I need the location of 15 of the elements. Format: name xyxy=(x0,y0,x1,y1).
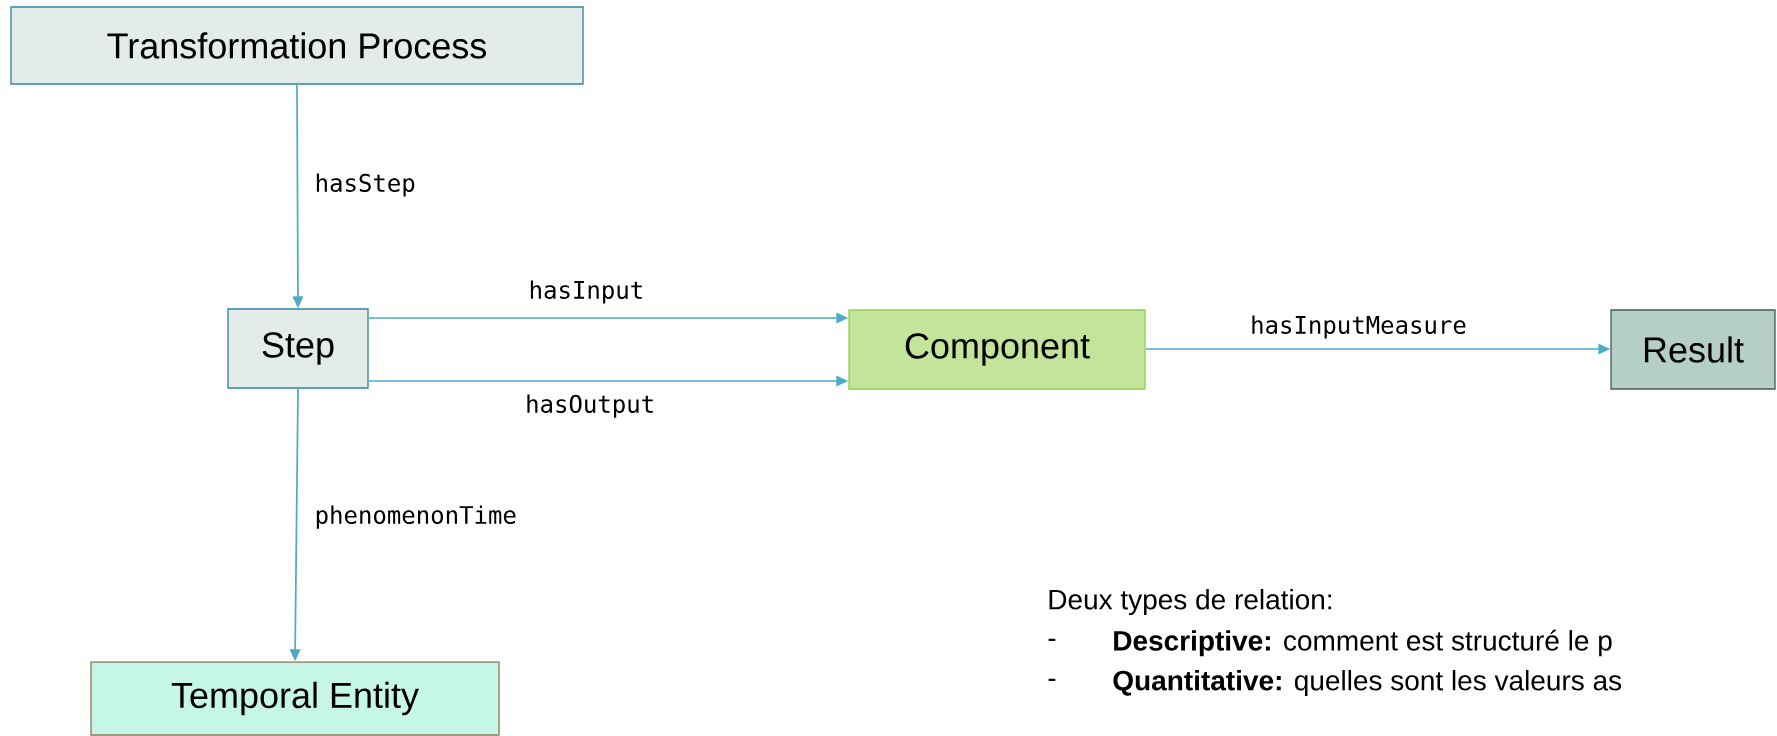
concept-box: Step xyxy=(227,308,369,389)
edge-label: phenomenonTime xyxy=(316,505,516,529)
note-text: Quantitative: quelles sont les valeurs as xyxy=(1113,669,1622,697)
concept-box: Temporal Entity xyxy=(90,661,500,736)
concept-box: Component xyxy=(848,309,1146,390)
edge-label: hasInputMeasure xyxy=(1252,315,1466,339)
note-text: Deux types de relation: xyxy=(1049,588,1332,616)
bullet-dash: - xyxy=(1048,638,1056,641)
note-text: Descriptive: comment est structuré le p xyxy=(1114,629,1612,657)
concept-box: Transformation Process xyxy=(10,6,584,85)
edge-label: hasStep xyxy=(316,173,415,197)
bullet-dash: - xyxy=(1048,678,1056,681)
edge-label: hasInput xyxy=(530,280,642,304)
concept-box: Result xyxy=(1610,309,1776,390)
edge-label: hasOutput xyxy=(527,394,653,418)
